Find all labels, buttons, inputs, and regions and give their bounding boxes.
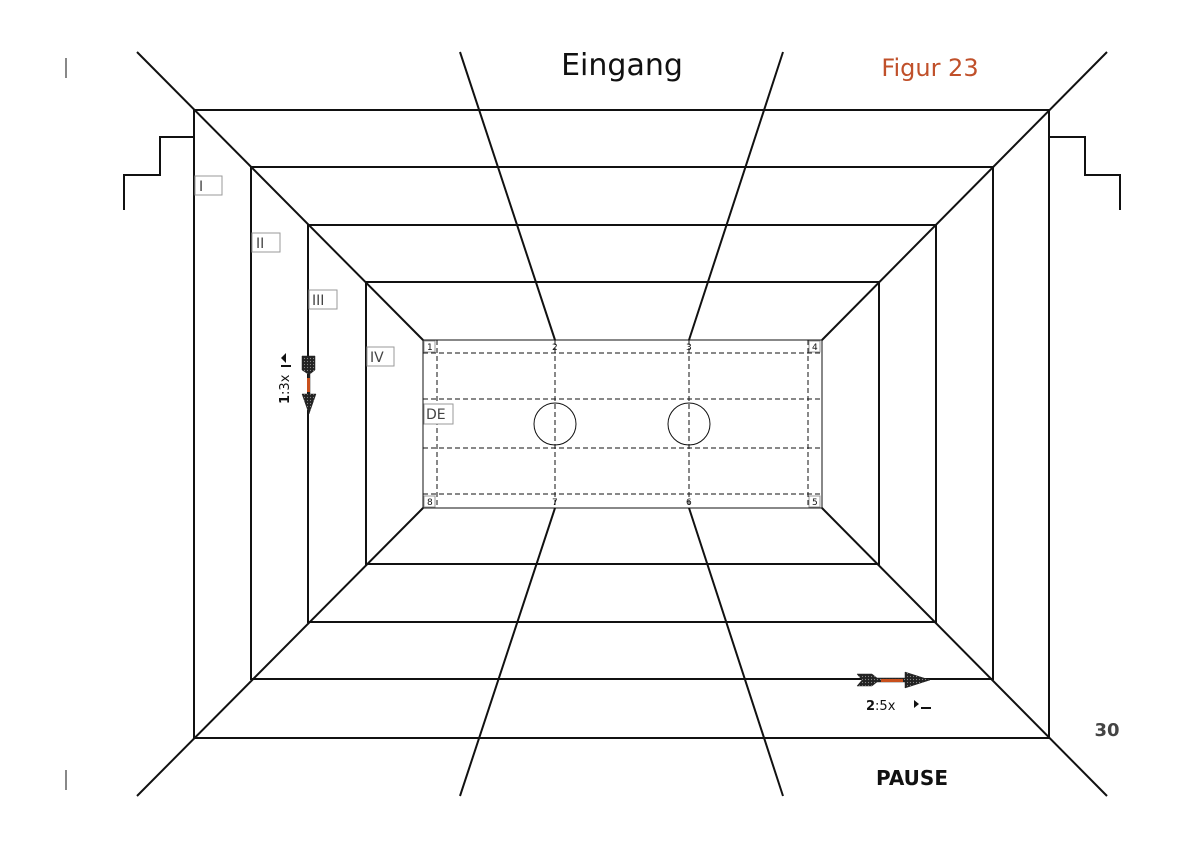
layer-label-2: II [256, 236, 264, 252]
layer-label-4: IV [370, 350, 384, 366]
corner-numbers: 1 2 3 4 5 6 7 8 [423, 340, 821, 508]
diagonal-top-left [136, 51, 424, 341]
number-2: 2 [552, 343, 558, 353]
arrow-1-mini-dash [281, 365, 291, 367]
diagonals [136, 51, 1108, 797]
layer-tag-4 [366, 346, 395, 367]
perspective-lines [459, 51, 784, 797]
layer-label-1: I [199, 179, 203, 195]
arrow-2: 2:5x [856, 671, 931, 714]
arrow-1-number: 1 [278, 395, 293, 404]
layer-label-3: III [312, 293, 324, 309]
frames [193, 109, 1050, 739]
layer-tag-2 [251, 232, 281, 253]
target-grid [423, 340, 822, 508]
number-box-5 [808, 495, 821, 508]
number-box-8 [423, 495, 436, 508]
frame-2 [250, 166, 994, 680]
number-5: 5 [812, 498, 818, 508]
arrow-2-number: 2 [866, 699, 875, 714]
target-circle-right [667, 402, 711, 446]
target-label: DE [426, 407, 446, 423]
arrow-1: 1:3x [278, 353, 317, 415]
number-6: 6 [686, 498, 692, 508]
arrow-1-accent [307, 378, 310, 392]
arrow-2-count: :5x [875, 699, 896, 714]
number-8: 8 [427, 498, 433, 508]
arrow-1-mini-icon [281, 353, 286, 363]
arrow-2-mini-dash [921, 707, 931, 709]
frame-3 [307, 224, 937, 623]
diagonal-top-right [821, 51, 1108, 341]
frame-1 [193, 109, 1050, 739]
number-box-1 [423, 340, 436, 353]
layer-tag-1 [194, 175, 223, 196]
figure-label: Figur 23 [881, 54, 978, 82]
number-7: 7 [552, 498, 558, 508]
layer-labels: I II III IV DE [194, 175, 454, 425]
step-right [1049, 136, 1121, 210]
arrow-1-count: :3x [278, 374, 293, 395]
arrow-2-mini-icon [914, 700, 919, 708]
page-title: Eingang [561, 48, 683, 83]
arrow-1-label: 1:3x [278, 374, 293, 404]
target-circle-left [533, 402, 577, 446]
target-tag [423, 403, 454, 425]
perspective-line-2 [459, 51, 556, 341]
perspective-line-7 [459, 507, 556, 797]
page-number: 30 [1094, 720, 1119, 741]
diagonal-bottom-right [821, 507, 1108, 797]
target-board [422, 339, 823, 509]
perspective-line-3 [688, 51, 784, 341]
number-box-4 [808, 340, 821, 353]
perspective-line-6 [688, 507, 784, 797]
number-1: 1 [427, 343, 433, 353]
arrow-2-accent [881, 679, 903, 682]
diagonal-bottom-left [136, 507, 424, 797]
pause-label: PAUSE [876, 766, 948, 790]
step-left [123, 136, 194, 210]
number-4: 4 [812, 343, 818, 353]
frame-4 [365, 281, 880, 565]
layer-tag-3 [308, 289, 338, 310]
arrow-2-label: 2:5x [866, 699, 896, 714]
number-3: 3 [686, 343, 692, 353]
